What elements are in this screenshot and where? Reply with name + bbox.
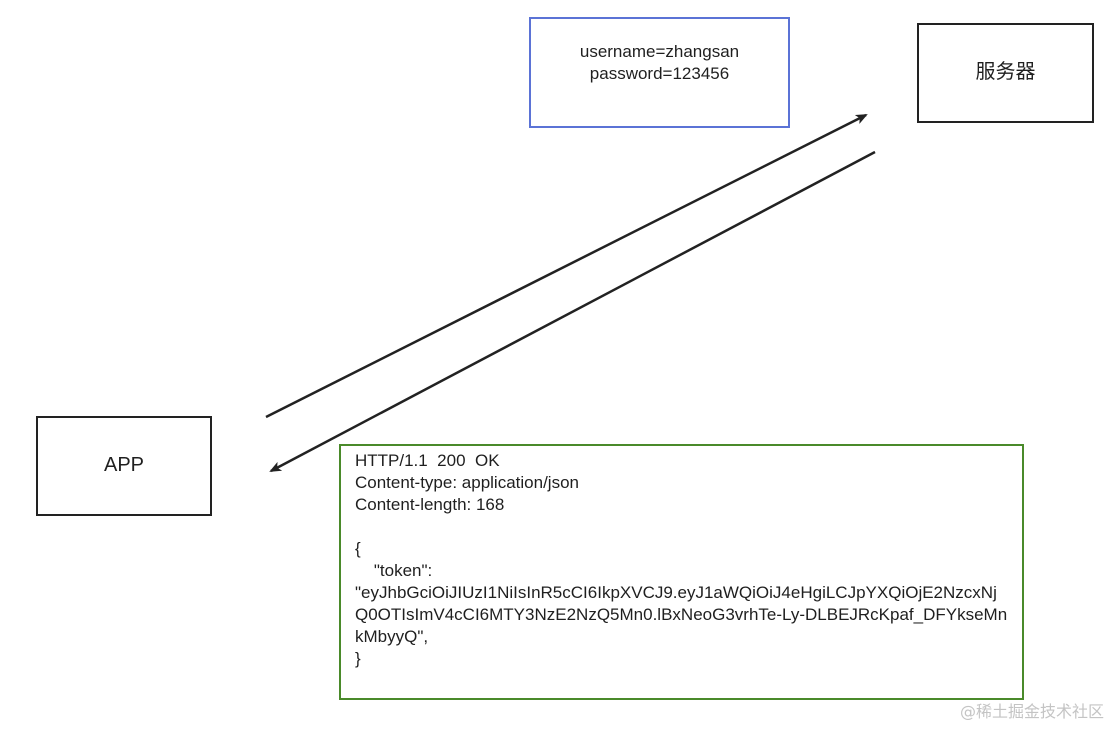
request-username-line: username=zhangsan (579, 41, 740, 61)
server-label: 服务器 (975, 60, 1036, 83)
response-token-key: "token": (355, 561, 433, 580)
request-password-line: password=123456 (589, 63, 730, 83)
app-node: APP (36, 416, 212, 516)
watermark: @稀土掘金技术社区 (959, 702, 1104, 721)
response-brace-close: } (355, 649, 361, 668)
app-label: APP (103, 453, 145, 476)
server-node: 服务器 (917, 23, 1094, 123)
request-payload-box: username=zhangsan password=123456 (529, 17, 790, 128)
response-status-line: HTTP/1.1 200 OK (355, 451, 500, 470)
response-blank-line (355, 516, 1010, 538)
response-arrow (269, 150, 876, 473)
response-payload-box: HTTP/1.1 200 OK Content-type: applicatio… (339, 444, 1024, 700)
request-arrow (265, 113, 868, 419)
response-brace-open: { (355, 539, 361, 558)
response-content-length: Content-length: 168 (355, 495, 505, 514)
response-content-type: Content-type: application/json (355, 473, 579, 492)
response-token-value: "eyJhbGciOiJIUzI1NiIsInR5cCI6IkpXVCJ9.ey… (355, 583, 1008, 646)
